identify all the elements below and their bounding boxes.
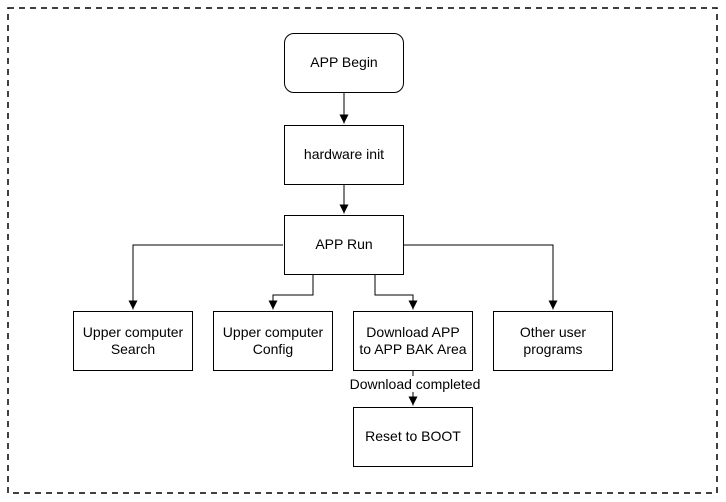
node-upper-computer-config: Upper computer Config [213,311,333,371]
edge-app-run-to-upper-config [268,275,314,310]
node-download-app-to-bak-label: Download APP to APP BAK Area [359,323,467,358]
node-reset-to-boot-label: Reset to BOOT [365,428,461,445]
node-app-run: APP Run [284,215,404,275]
edge-app-run-to-download-app [374,275,418,310]
node-download-app-to-bak: Download APP to APP BAK Area [353,311,473,371]
node-app-begin-label: APP Begin [310,54,378,71]
node-upper-computer-search-label: Upper computer Search [82,323,184,358]
node-hardware-init: hardware init [284,125,404,185]
edge-app-run-to-other-programs [403,244,558,310]
edge-label-download-completed: Download completed [346,376,484,392]
edge-app-run-to-upper-search [128,244,283,310]
node-reset-to-boot: Reset to BOOT [353,407,473,467]
node-app-run-label: APP Run [315,236,373,253]
node-upper-computer-search: Upper computer Search [73,311,193,371]
node-other-user-programs-label: Other user programs [519,323,587,358]
node-hardware-init-label: hardware init [303,146,385,163]
node-other-user-programs: Other user programs [493,311,613,371]
node-app-begin: APP Begin [284,33,404,93]
dashed-page-border [7,7,718,494]
node-upper-computer-config-label: Upper computer Config [222,323,324,358]
